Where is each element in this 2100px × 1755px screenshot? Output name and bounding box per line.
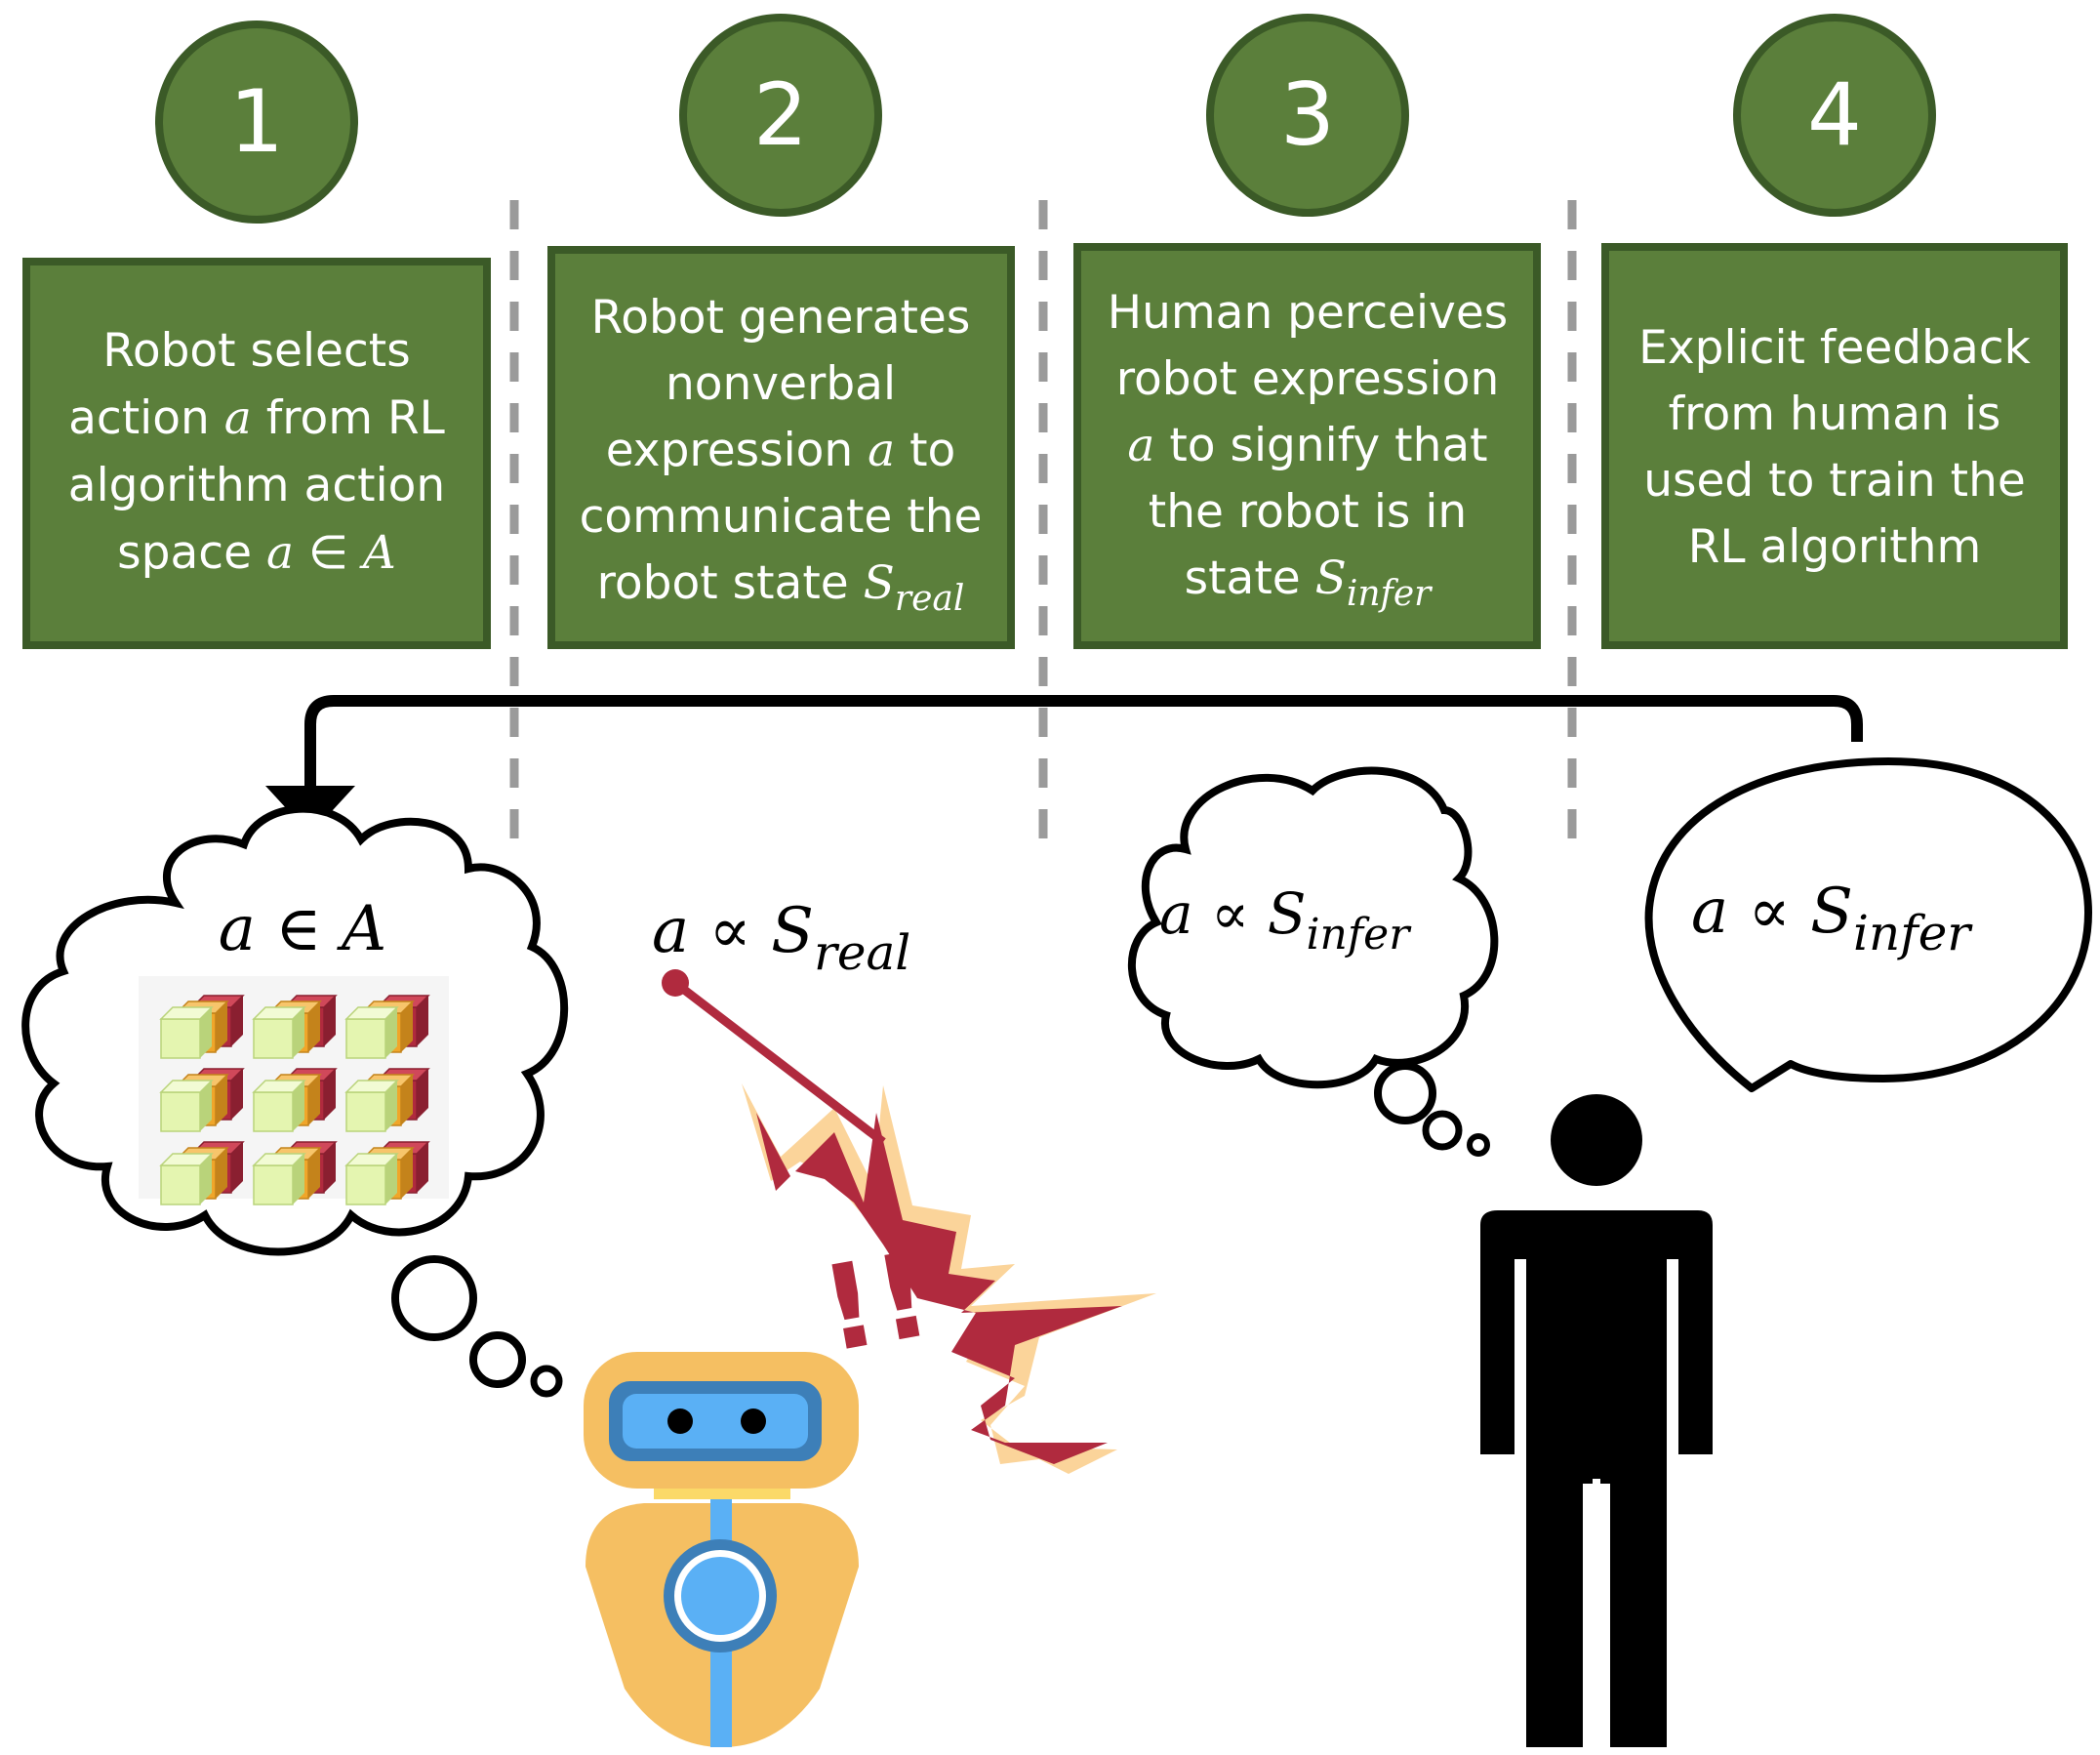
step-2-line-1: Robot generates xyxy=(591,291,971,345)
step-3-line-1: Human perceives xyxy=(1108,286,1509,340)
action-space-cubes xyxy=(159,995,430,1205)
step-3: 3 Human perceives robot expression a to si… xyxy=(1073,14,1541,649)
human-leg-gap xyxy=(1593,1479,1600,1747)
step-1: 1 Robot selects action a from RL algorithm… xyxy=(22,20,491,649)
step-2-circle xyxy=(679,14,882,217)
action-cube xyxy=(252,1080,306,1132)
step-3-number: 3 xyxy=(1280,64,1335,165)
robot-expression: a ∝ Sreal !! xyxy=(652,895,1156,1474)
step-3-line-3: a to signify that xyxy=(1127,419,1487,472)
step-4-circle xyxy=(1733,14,1936,217)
step-1-line-4: space a ∈ A xyxy=(117,526,396,580)
robot-thought-dot-medium xyxy=(469,1331,526,1388)
step-1-box xyxy=(22,258,491,649)
step-3-line-2: robot expression xyxy=(1116,352,1500,406)
human-thought-dot-small xyxy=(1467,1133,1490,1157)
robot-chest-light xyxy=(681,1557,759,1635)
step-4-line-4: RL algorithm xyxy=(1688,520,1982,574)
action-cube xyxy=(159,1153,214,1205)
action-cube xyxy=(252,1153,306,1205)
step-2-line-2: nonverbal xyxy=(666,357,896,411)
human-speech-bubble: a ∝ Sinfer xyxy=(1644,757,2092,1092)
robot-visor xyxy=(623,1394,808,1449)
feedback-arrow-line xyxy=(304,695,1863,793)
action-cube xyxy=(159,1006,214,1059)
step-2-line-4: communicate the xyxy=(580,490,983,544)
exclamation-marks: !! xyxy=(812,1227,941,1379)
human-speech-bubble-shape xyxy=(1644,757,2092,1092)
robot-thought-dot-large xyxy=(391,1255,477,1341)
step-4-line-1: Explicit feedback xyxy=(1638,321,2031,375)
step-2-line-5: robot state Sreal xyxy=(597,556,965,619)
robot-neck xyxy=(654,1486,790,1499)
action-cube xyxy=(344,1080,399,1132)
expression-burst xyxy=(756,1113,1122,1464)
robot-thought-cloud: a ∈ A xyxy=(21,804,569,1398)
step-1-number: 1 xyxy=(229,71,284,172)
human-thought-dot-large xyxy=(1374,1062,1436,1124)
human-thought-cloud-shape xyxy=(1127,766,1499,1089)
step-4-line-3: used to train the xyxy=(1643,454,2026,508)
human-head xyxy=(1551,1094,1642,1186)
step-4: 4 Explicit feedback from human is used to … xyxy=(1601,14,2068,649)
step-2: 2 Robot generates nonverbal expression a t… xyxy=(547,14,1015,649)
step-2-line-3: expression a to xyxy=(606,424,956,477)
action-cube xyxy=(344,1153,399,1205)
step-1-line-2: action a from RL xyxy=(68,391,445,445)
human-thought-cloud: a ∝ Sinfer xyxy=(1127,766,1499,1157)
step-2-number: 2 xyxy=(753,64,808,165)
step-2-box xyxy=(547,246,1015,649)
step-3-line-5: state Sinfer xyxy=(1185,551,1434,614)
column-dividers xyxy=(509,200,1577,839)
step-4-line-2: from human is xyxy=(1669,388,2001,441)
action-cube xyxy=(252,1006,306,1059)
robot-eye-right xyxy=(741,1408,766,1434)
robot-expression-formula: a ∝ Sreal xyxy=(652,895,910,981)
human-figure xyxy=(1480,1094,1713,1747)
step-1-line-3: algorithm action xyxy=(68,459,445,512)
human-thought-dot-medium xyxy=(1422,1110,1463,1151)
step-1-line-1: Robot selects xyxy=(102,324,410,378)
step-4-box xyxy=(1601,243,2068,649)
robot xyxy=(584,1352,859,1747)
expression-stick xyxy=(672,979,886,1146)
steps: 1 Robot selects action a from RL algorithm… xyxy=(22,14,2068,649)
step-3-box xyxy=(1073,243,1541,649)
robot-thought-dot-small xyxy=(530,1365,563,1398)
action-cube xyxy=(159,1080,214,1132)
action-space-grid xyxy=(139,976,449,1205)
feedback-arrow xyxy=(265,695,1863,835)
robot-eye-left xyxy=(667,1408,693,1434)
step-3-circle xyxy=(1206,14,1409,217)
human-speech-formula: a ∝ Sinfer xyxy=(1691,876,1973,961)
robot-thought-formula: a ∈ A xyxy=(219,893,386,965)
expression-stick-ball xyxy=(662,969,689,997)
step-1-circle xyxy=(155,20,358,224)
step-3-line-4: the robot is in xyxy=(1149,485,1467,539)
human-thought-formula: a ∝ Sinfer xyxy=(1159,880,1412,959)
action-cube xyxy=(344,1006,399,1059)
step-4-number: 4 xyxy=(1807,64,1862,165)
